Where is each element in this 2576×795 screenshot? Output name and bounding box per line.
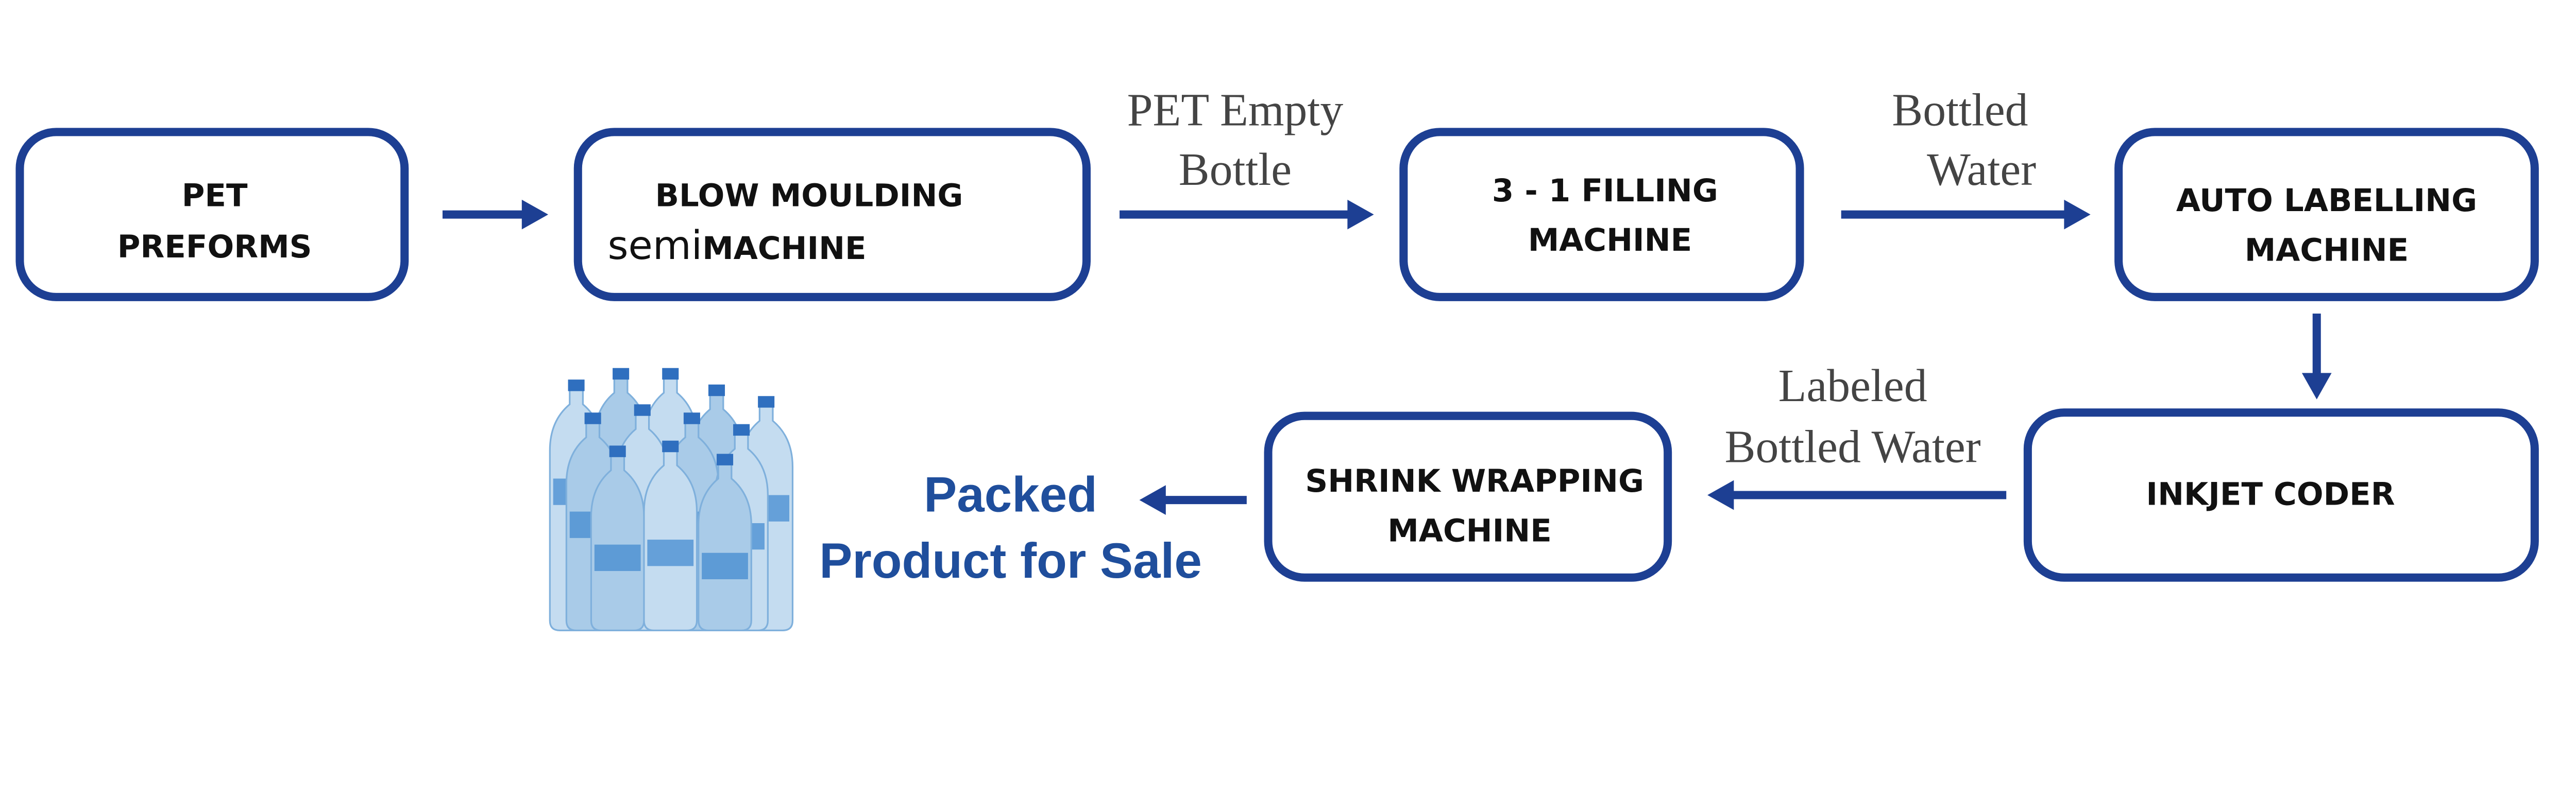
node-blow-moulding: BLOW MOULDING semiMACHINE: [573, 128, 1091, 301]
edge-label-bottled-water: Bottled Water: [1892, 85, 2036, 195]
edge-label: Bottled: [1892, 85, 2028, 136]
node-label: PET: [182, 178, 248, 214]
bottle-cap: [758, 396, 775, 408]
semi-prefix: semi: [607, 223, 702, 269]
node-label: MACHINE: [2245, 232, 2409, 268]
process-flow-diagram: PET PREFORMS BLOW MOULDING semiMACHINE P…: [15, 85, 2539, 631]
arrow-down-icon: [2301, 313, 2332, 400]
bottled-water-pack-image: [549, 368, 794, 631]
output-packed-product: Packed Product for Sale: [819, 468, 1202, 589]
edge-label-labeled-bottled-water: Labeled Bottled Water: [1725, 360, 1981, 473]
node-label: 3 - 1 FILLING: [1492, 172, 1718, 209]
bottle-cap: [717, 454, 734, 465]
bottle-label: [647, 540, 694, 566]
bottle-cap: [584, 412, 601, 424]
node-label: SHRINK WRAPPING: [1305, 463, 1644, 499]
node-label: MACHINE: [1387, 512, 1552, 549]
output-label: Product for Sale: [819, 533, 1202, 589]
output-label: Packed: [924, 468, 1097, 523]
edge-label: Labeled: [1778, 360, 1927, 411]
edge-label: Water: [1927, 144, 2036, 195]
node-inkjet-coder: INKJET CODER: [2023, 408, 2539, 582]
bottle-cap: [662, 440, 679, 453]
arrow-right-icon: [1841, 199, 2091, 230]
node-label: MACHINE: [1528, 222, 1692, 258]
node-shrink-wrapping: SHRINK WRAPPING MACHINE: [1264, 411, 1672, 582]
bottle-shape: [698, 461, 752, 631]
node-pet-preforms: PET PREFORMS: [15, 128, 409, 301]
bottle-cap: [609, 445, 626, 457]
bottle-cap: [662, 368, 679, 380]
node-label: semiMACHINE: [607, 223, 866, 269]
bottle-label: [702, 552, 748, 579]
bottle-cap: [613, 368, 630, 380]
arrow-right-icon: [442, 199, 549, 230]
node-label: BLOW MOULDING: [655, 178, 963, 214]
node-label: AUTO LABELLING: [2176, 182, 2477, 219]
bottle-cap: [683, 412, 700, 424]
arrow-left-icon: [1139, 485, 1247, 515]
bottle-cap: [634, 404, 651, 416]
arrow-right-icon: [1120, 199, 1374, 230]
node-filling-machine: 3 - 1 FILLING MACHINE: [1399, 128, 1804, 301]
edge-label: Bottled Water: [1725, 421, 1981, 472]
bottle-shape: [590, 453, 645, 631]
node-label: PREFORMS: [117, 229, 312, 265]
arrow-left-icon: [1707, 480, 2007, 510]
bottle-cap: [708, 384, 725, 396]
bottle-cap: [568, 379, 585, 391]
node-auto-labelling: AUTO LABELLING MACHINE: [2114, 128, 2539, 301]
machine-label: MACHINE: [702, 230, 866, 267]
edge-label-pet-empty-bottle: PET Empty Bottle: [1127, 85, 1344, 195]
node-label: INKJET CODER: [2146, 476, 2395, 513]
edge-label: Bottle: [1179, 144, 1292, 195]
bottle-label: [594, 544, 641, 571]
bottle-cap: [733, 424, 750, 436]
edge-label: PET Empty: [1127, 85, 1344, 136]
